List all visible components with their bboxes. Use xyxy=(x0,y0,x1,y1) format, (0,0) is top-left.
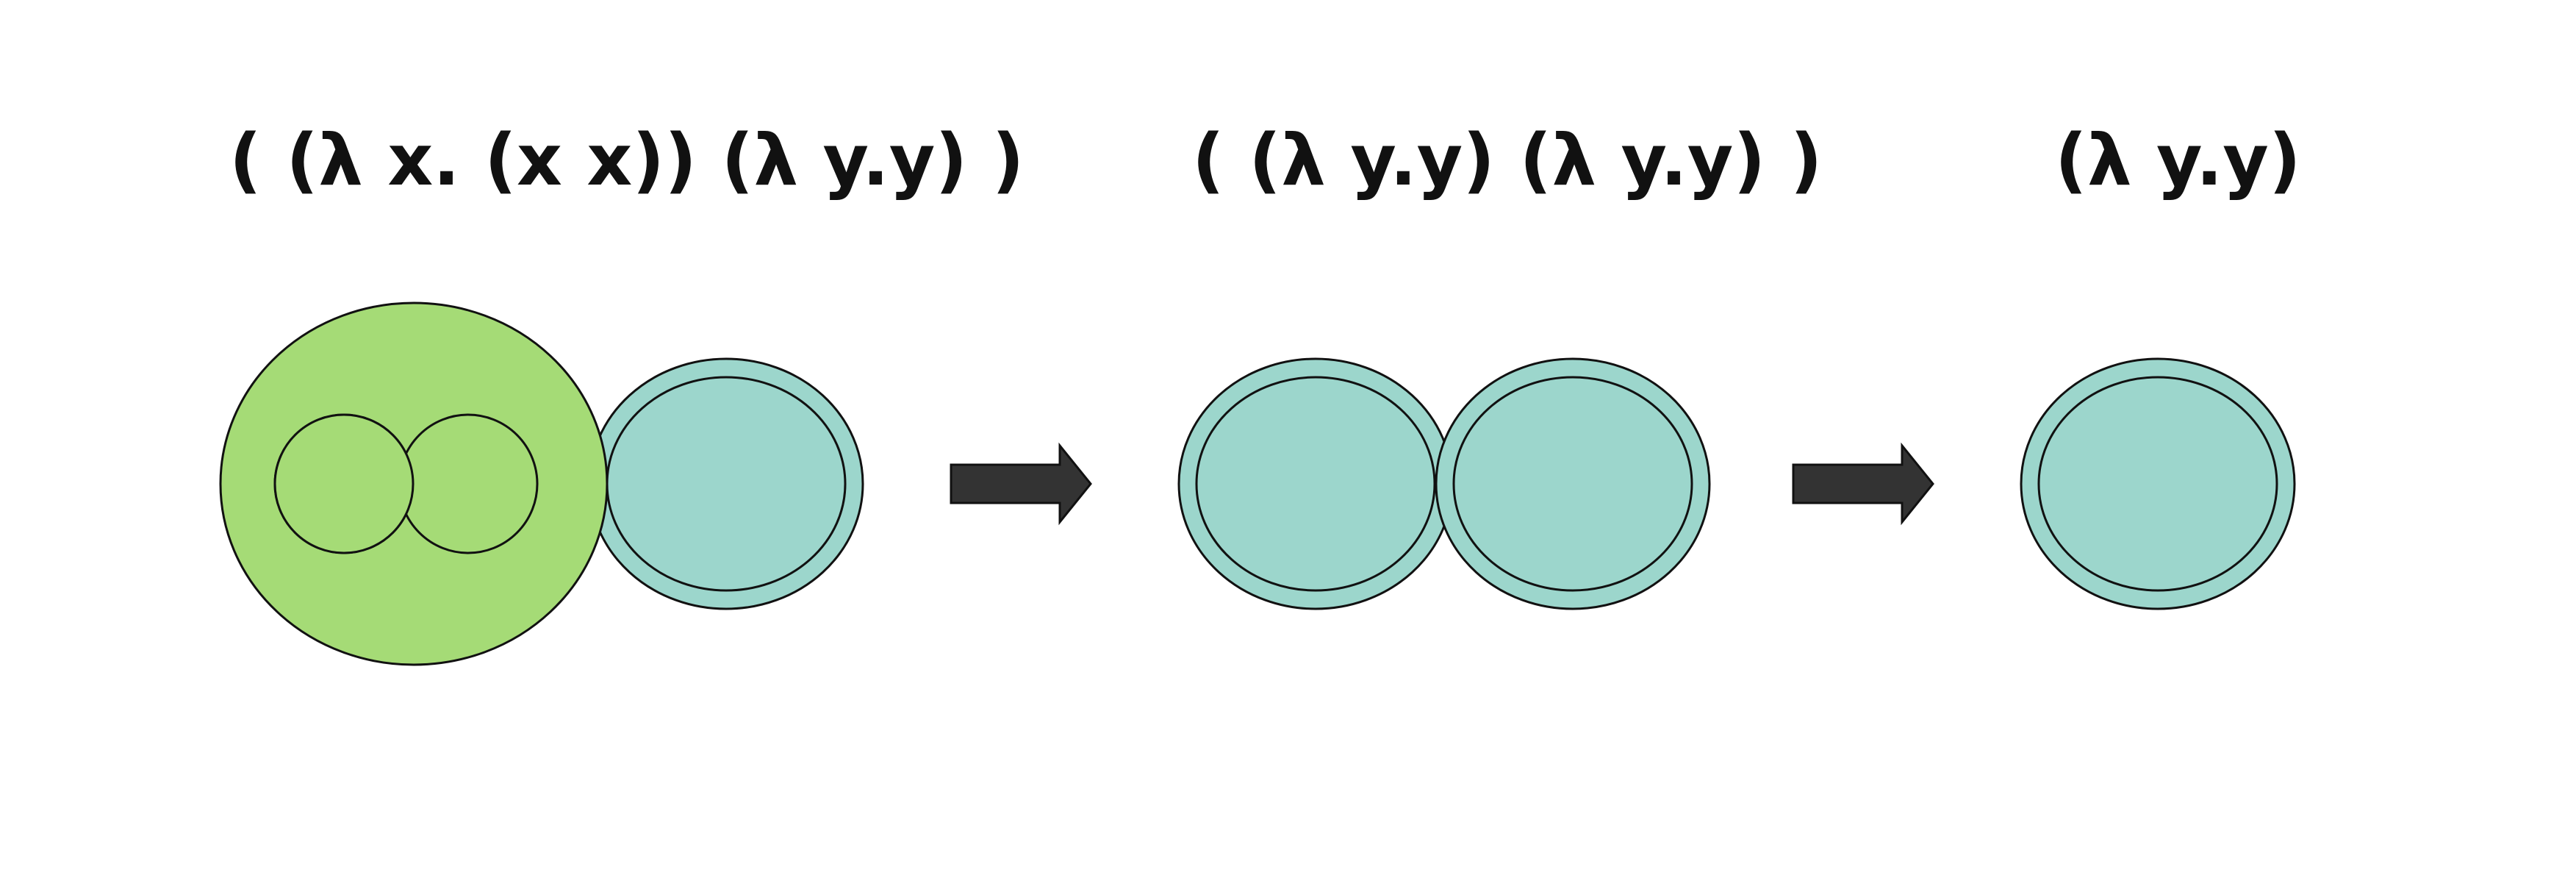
stage-2-graphic xyxy=(1177,357,1711,610)
reduction-arrow-2 xyxy=(1792,442,1934,526)
teal-inner-bubble-left xyxy=(1195,376,1436,592)
teal-inner-bubble-right xyxy=(1452,376,1693,592)
green-body-left-bubble-edge xyxy=(273,413,415,554)
expression-stage-3: (λ y.y) xyxy=(2055,119,2301,201)
stage-3-graphic xyxy=(2020,357,2296,610)
teal-inner-bubble xyxy=(606,376,847,592)
expression-stage-1: ( (λ x. (x x)) (λ y.y) ) xyxy=(229,119,1025,201)
teal-inner-bubble-result xyxy=(2037,376,2278,592)
expression-stage-2: ( (λ y.y) (λ y.y) ) xyxy=(1192,119,1823,201)
stage-1-graphic xyxy=(219,301,864,666)
reduction-arrow-1 xyxy=(950,442,1092,526)
green-body-right-bubble xyxy=(398,413,539,554)
